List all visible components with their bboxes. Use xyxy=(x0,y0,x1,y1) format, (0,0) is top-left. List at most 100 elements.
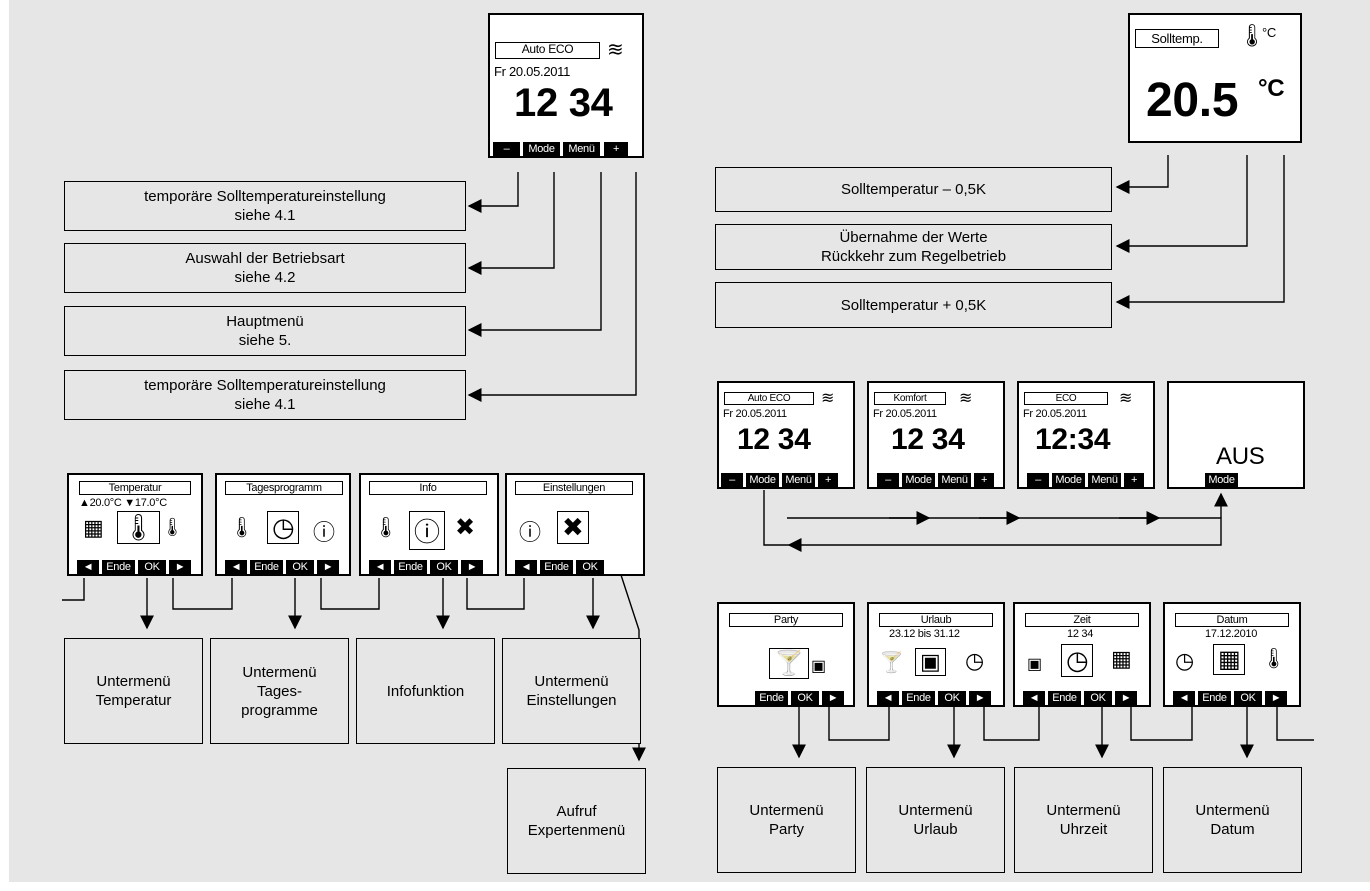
time-text: 12 34 xyxy=(514,81,613,125)
end-button[interactable]: Ende xyxy=(250,560,283,574)
next-button[interactable]: ► xyxy=(822,691,844,705)
box-text: temporäre Solltemperatureinstellung xyxy=(144,188,386,205)
box-text: Tages- xyxy=(256,682,303,700)
prev-button[interactable]: ◄ xyxy=(225,560,247,574)
ok-button[interactable]: OK xyxy=(1084,691,1112,705)
next-button[interactable]: ► xyxy=(317,560,339,574)
box-text: siehe 4.2 xyxy=(234,269,296,286)
next-button[interactable]: ► xyxy=(969,691,991,705)
box-minus: Solltemperatur – 0,5K xyxy=(715,167,1112,212)
menu-button[interactable]: Menü xyxy=(563,142,600,156)
prev-button[interactable]: ◄ xyxy=(515,560,537,574)
clock-icon: ◷ xyxy=(267,511,300,544)
box-text: Auswahl der Betriebsart xyxy=(185,250,345,267)
ok-button[interactable]: OK xyxy=(286,560,314,574)
ok-button[interactable]: OK xyxy=(138,560,166,574)
menu-title: Tagesprogramm xyxy=(225,481,343,495)
menu-button[interactable]: Menü xyxy=(1088,473,1121,487)
thermometer-clock-icon: 🌡 xyxy=(161,517,184,537)
box-text: Party xyxy=(768,821,804,838)
mode-button[interactable]: Mode xyxy=(1205,473,1238,487)
box-text: Untermenü xyxy=(534,673,609,690)
box-text: Solltemperatur + 0,5K xyxy=(840,296,987,314)
end-button[interactable]: Ende xyxy=(1198,691,1231,705)
cocktail-icon: 🍸 xyxy=(879,652,904,674)
tools-icon: ✖ xyxy=(455,514,475,541)
mode-label: Auto ECO xyxy=(495,42,600,59)
box-text: Rückkehr zum Regelbetrieb xyxy=(820,248,1007,265)
mode-label: ECO xyxy=(1024,392,1108,405)
prev-button[interactable]: ◄ xyxy=(369,560,391,574)
menu-button[interactable]: Menü xyxy=(938,473,971,487)
end-button[interactable]: Ende xyxy=(755,691,788,705)
next-button[interactable]: ► xyxy=(1265,691,1287,705)
calendar-icon: ▦ xyxy=(1111,646,1132,671)
thermometer-icon: 🌡 xyxy=(1261,648,1287,670)
next-button[interactable]: ► xyxy=(169,560,191,574)
menu-display-tagesprogramm: Tagesprogramm 🌡 ◷ ⓘ ◄ Ende OK ► xyxy=(215,473,351,576)
suitcase-icon: ▣ xyxy=(1027,656,1042,673)
end-button[interactable]: Ende xyxy=(102,560,135,574)
minus-button[interactable]: – xyxy=(877,473,899,487)
ok-button[interactable]: OK xyxy=(576,560,604,574)
plus-button[interactable]: + xyxy=(604,142,628,156)
end-button[interactable]: Ende xyxy=(902,691,935,705)
ok-button[interactable]: OK xyxy=(430,560,458,574)
minus-button[interactable]: – xyxy=(493,142,520,156)
info-icon: ⓘ xyxy=(313,520,335,545)
heating-icon: ≋ xyxy=(607,39,624,61)
box-text: Infofunktion xyxy=(386,682,465,700)
ok-button[interactable]: OK xyxy=(938,691,966,705)
minus-button[interactable]: – xyxy=(1027,473,1049,487)
plus-button[interactable]: + xyxy=(974,473,994,487)
box-text: Einstellungen xyxy=(526,692,617,709)
box-text: Aufruf xyxy=(556,803,597,820)
unit-icon-text: °C xyxy=(1262,25,1276,40)
end-button[interactable]: Ende xyxy=(394,560,427,574)
heating-icon: ≋ xyxy=(1119,390,1133,407)
prev-button[interactable]: ◄ xyxy=(1173,691,1195,705)
mode-button[interactable]: Mode xyxy=(902,473,935,487)
prev-button[interactable]: ◄ xyxy=(1023,691,1045,705)
date-text: Fr 20.05.2011 xyxy=(1023,408,1087,420)
prev-button[interactable]: ◄ xyxy=(77,560,99,574)
time-text: 12 34 xyxy=(737,423,811,456)
box-text: temporäre Solltemperatureinstellung xyxy=(144,377,386,394)
box-text: Untermenü xyxy=(1046,802,1121,819)
next-button[interactable]: ► xyxy=(461,560,483,574)
next-button[interactable]: ► xyxy=(1115,691,1137,705)
menu-button[interactable]: Menü xyxy=(782,473,815,487)
date-text: Fr 20.05.2011 xyxy=(494,64,571,79)
minus-button[interactable]: – xyxy=(721,473,743,487)
mode-button[interactable]: Mode xyxy=(1052,473,1085,487)
box-text: Hauptmenü xyxy=(226,313,304,330)
info-icon: ⓘ xyxy=(409,511,445,550)
mode-button[interactable]: Mode xyxy=(746,473,779,487)
mode-button[interactable]: Mode xyxy=(523,142,560,156)
ok-button[interactable]: OK xyxy=(791,691,819,705)
mode-display-auto-eco: Auto ECO ≋ Fr 20.05.2011 12 34 – Mode Me… xyxy=(717,381,855,489)
sub-title: Urlaub xyxy=(879,613,993,627)
box-mode-selection: Auswahl der Betriebsart siehe 4.2 xyxy=(64,243,466,293)
ok-button[interactable]: OK xyxy=(1234,691,1262,705)
box-plus: Solltemperatur + 0,5K xyxy=(715,282,1112,328)
thermometer-icon: 🌡 xyxy=(117,511,160,544)
plus-button[interactable]: + xyxy=(818,473,838,487)
setpoint-label: Solltemp. xyxy=(1135,29,1219,48)
end-button[interactable]: Ende xyxy=(540,560,573,574)
sub-display-urlaub: Urlaub 23.12 bis 31.12 🍸 ▣ ◷ ◄ Ende OK ► xyxy=(867,602,1005,707)
cocktail-icon: 🍸 xyxy=(769,648,809,679)
plus-button[interactable]: + xyxy=(1124,473,1144,487)
mode-label: Komfort xyxy=(874,392,946,405)
box-text: Uhrzeit xyxy=(1059,821,1108,838)
prev-button[interactable]: ◄ xyxy=(877,691,899,705)
end-button[interactable]: Ende xyxy=(1048,691,1081,705)
